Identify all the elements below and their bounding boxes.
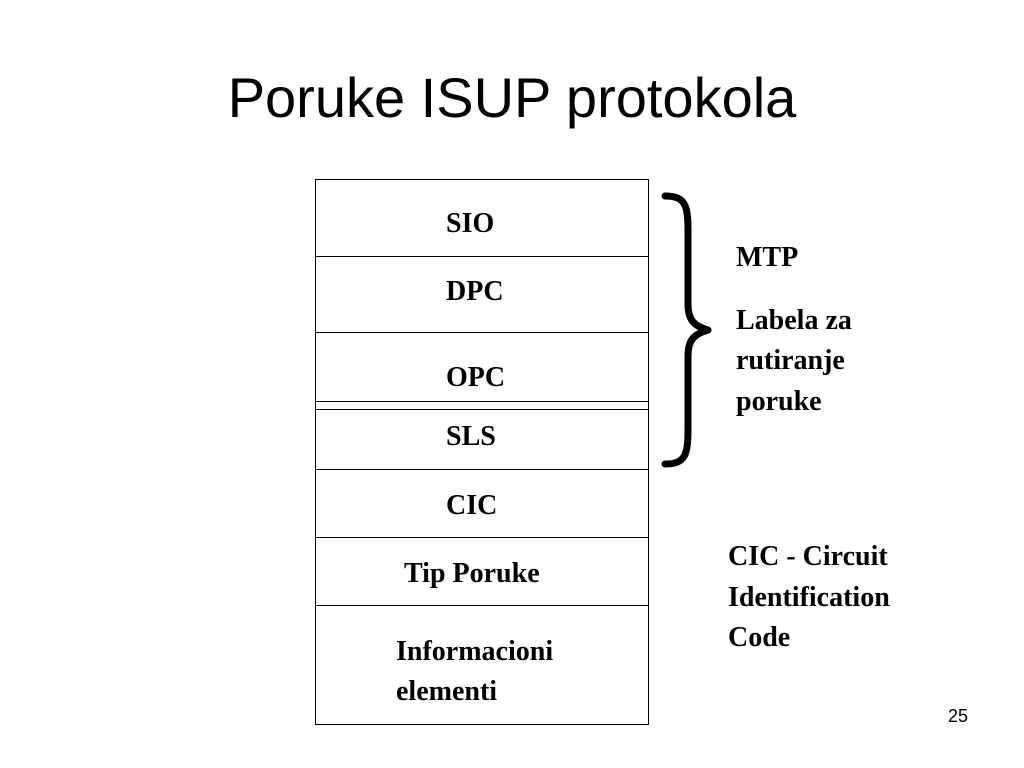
row-divider [316, 409, 648, 410]
field-informacioni-line2: elementi [396, 676, 498, 707]
row-divider [316, 605, 648, 606]
field-informacioni-line1: Informacioni [396, 636, 554, 667]
isup-message-stack: SIO DPC OPC SLS CIC Tip Poruke Informaci… [315, 179, 649, 725]
field-sls: SLS [446, 421, 496, 452]
routing-label-line1: Labela za [736, 305, 852, 336]
routing-label-line3: poruke [736, 386, 822, 417]
field-dpc: DPC [446, 276, 504, 307]
field-tip-poruke: Tip Poruke [404, 558, 540, 589]
row-divider [316, 469, 648, 470]
row-divider [316, 256, 648, 257]
field-sio: SIO [446, 208, 495, 239]
row-divider [316, 537, 648, 538]
cic-definition-line1: CIC - Circuit [728, 541, 888, 572]
mtp-brace-icon [661, 192, 712, 468]
mtp-label: MTP [736, 242, 799, 273]
slide-title: Poruke ISUP protokola [227, 66, 797, 129]
row-divider [316, 332, 648, 333]
row-divider [316, 401, 648, 402]
field-cic: CIC [446, 490, 498, 521]
routing-label-line2: rutiranje [736, 345, 845, 376]
cic-definition-line2: Identification [728, 582, 890, 613]
page-number: 25 [947, 706, 968, 726]
field-opc: OPC [446, 362, 506, 393]
cic-definition-line3: Code [728, 622, 791, 653]
